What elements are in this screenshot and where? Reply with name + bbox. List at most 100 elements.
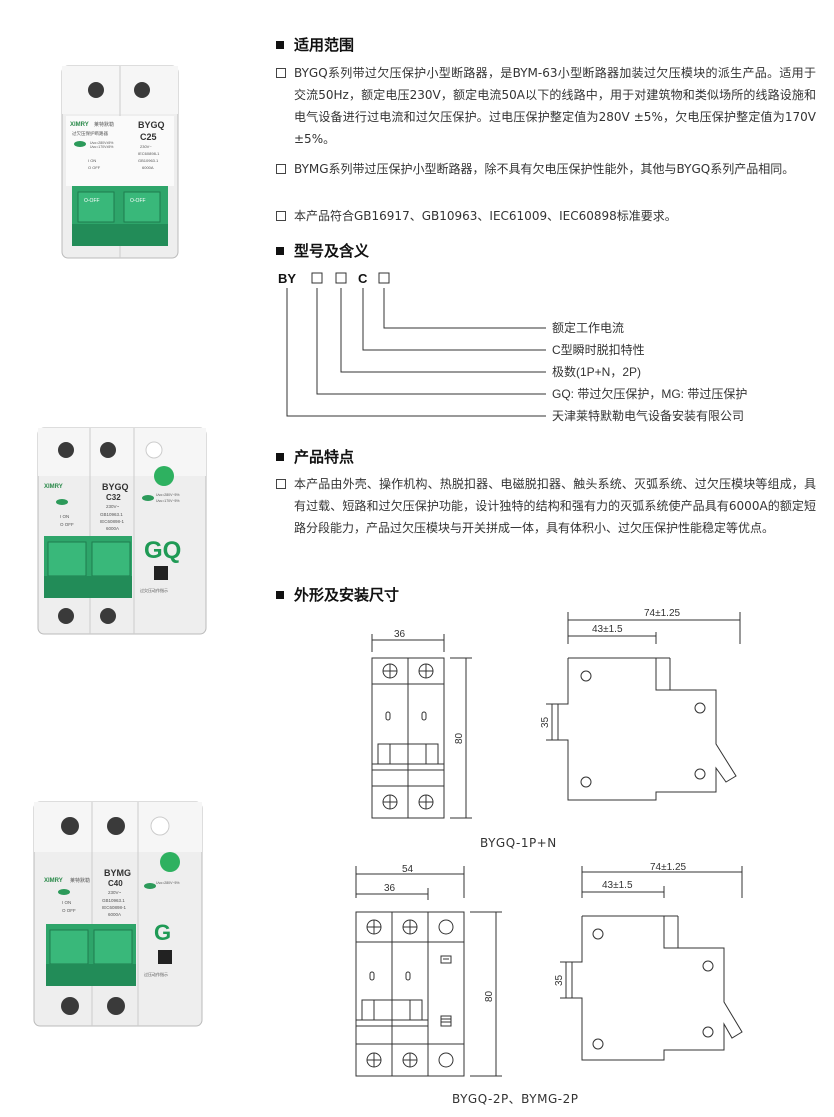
svg-text:36: 36	[384, 883, 396, 894]
svg-text:Uvu=170V~5%: Uvu=170V~5%	[156, 499, 180, 503]
svg-text:54: 54	[402, 864, 414, 875]
svg-text:GB10963.1: GB10963.1	[102, 898, 125, 903]
meaning-trip: C型瞬时脱扣特性	[552, 342, 645, 357]
svg-text:74±1.25: 74±1.25	[644, 608, 681, 619]
svg-text:IEC60898-1: IEC60898-1	[102, 905, 127, 910]
svg-text:230V~: 230V~	[106, 504, 120, 509]
code-slot-2	[335, 272, 347, 284]
svg-text:35: 35	[554, 974, 565, 986]
svg-text:O OFF: O OFF	[88, 165, 101, 170]
terminal-screw-icon	[61, 817, 79, 835]
terminal-screw-icon	[145, 441, 163, 459]
meaning-type: GQ: 带过欠压保护，MG: 带过压保护	[552, 386, 747, 401]
terminal-screw-icon	[150, 816, 170, 836]
svg-text:O OFF: O OFF	[60, 522, 74, 527]
terminal-screw-icon	[58, 442, 74, 458]
svg-text:6000A: 6000A	[142, 165, 154, 170]
drawing-1p-front: 36 80	[371, 629, 472, 819]
svg-text:43±1.5: 43±1.5	[602, 880, 633, 891]
meaning-poles: 极数(1P+N，2P)	[552, 364, 641, 379]
terminal-screw-icon	[107, 817, 125, 835]
code-slot-3	[378, 272, 390, 284]
drawing-2p-front: 54 36 80	[355, 864, 502, 1077]
section-title-dimensions: 外形及安装尺寸	[276, 584, 399, 605]
svg-text:G: G	[154, 920, 171, 945]
product-photo-bygq-c25: XIMRY 莱特默勒 BYGQ C25 过欠压保护断路器 Uvo=280V±5%…	[61, 65, 179, 259]
svg-text:Uvu=170V±5%: Uvu=170V±5%	[90, 145, 113, 149]
bullet-square-icon	[276, 452, 284, 461]
section-title-scope: 适用范围	[276, 34, 354, 55]
svg-text:过欠压动作指示: 过欠压动作指示	[140, 587, 168, 593]
svg-text:莱特默勒: 莱特默勒	[94, 121, 114, 128]
svg-text:80: 80	[484, 990, 495, 1002]
svg-text:230V~: 230V~	[140, 144, 152, 149]
bullet-square-icon	[276, 590, 284, 599]
meaning-current: 额定工作电流	[552, 320, 624, 335]
svg-text:36: 36	[394, 629, 406, 640]
terminal-screw-icon	[61, 997, 79, 1015]
terminal-screw-icon	[100, 608, 116, 624]
svg-text:Uvo=280V~5%: Uvo=280V~5%	[156, 881, 180, 885]
svg-text:O-OFF: O-OFF	[130, 198, 146, 204]
svg-text:80: 80	[454, 732, 465, 744]
terminal-screw-icon	[107, 997, 125, 1015]
caption-2p: BYGQ-2P、BYMG-2P	[452, 1092, 579, 1106]
svg-text:Uvo=280V±5%: Uvo=280V±5%	[90, 141, 113, 145]
terminal-screw-icon	[88, 82, 104, 98]
svg-text:GB10963.1: GB10963.1	[138, 158, 159, 163]
svg-text:GB10963.1: GB10963.1	[100, 512, 123, 517]
svg-text:43±1.5: 43±1.5	[592, 624, 623, 635]
svg-text:I ON: I ON	[62, 900, 71, 905]
svg-text:C32: C32	[106, 493, 121, 502]
model-code-diagram: BY C 额定工作电流 C型瞬时脱扣特性 极数(1P+N，2P) GQ: 带过欠…	[278, 271, 747, 423]
checkbox-bullet-icon	[276, 479, 286, 489]
svg-text:I ON: I ON	[60, 514, 69, 519]
features-item-1: 本产品由外壳、操作机构、热脱扣器、电磁脱扣器、触头系统、灭弧系统、过欠压模块等组…	[276, 473, 816, 539]
svg-text:过压动作指示: 过压动作指示	[144, 971, 168, 977]
svg-text:6000A: 6000A	[108, 912, 121, 917]
svg-text:XIMRY: XIMRY	[70, 122, 89, 128]
code-slot-1	[311, 272, 323, 284]
checkbox-bullet-icon	[276, 211, 286, 221]
svg-text:IEC60898-1: IEC60898-1	[138, 151, 160, 156]
svg-text:Uvo=280V~5%: Uvo=280V~5%	[156, 493, 180, 497]
svg-text:莱特默勒: 莱特默勒	[70, 877, 90, 884]
terminal-screw-icon	[58, 608, 74, 624]
meaning-company: 天津莱特默勒电气设备安装有限公司	[552, 408, 744, 423]
scope-item-3: 本产品符合GB16917、GB10963、IEC61009、IEC60898标准…	[276, 205, 816, 227]
drawing-1p-side: 74±1.25 43±1.5 35	[540, 608, 741, 801]
svg-text:BYMG: BYMG	[104, 868, 131, 878]
svg-text:O OFF: O OFF	[62, 908, 76, 913]
svg-text:C40: C40	[108, 879, 123, 888]
section-title-features: 产品特点	[276, 446, 354, 467]
svg-text:GQ: GQ	[144, 537, 181, 564]
svg-text:C25: C25	[140, 132, 157, 142]
scope-item-1: BYGQ系列带过欠压保护小型断路器，是BYM-63小型断路器加装过欠压模块的派生…	[276, 62, 816, 150]
svg-text:35: 35	[540, 716, 551, 728]
terminal-screw-icon	[100, 442, 116, 458]
svg-text:6000A: 6000A	[106, 526, 119, 531]
svg-text:过欠压保护断路器: 过欠压保护断路器	[72, 130, 108, 137]
bullet-square-icon	[276, 40, 284, 49]
checkbox-bullet-icon	[276, 68, 286, 78]
svg-text:230V~: 230V~	[108, 890, 122, 895]
svg-text:BYGQ: BYGQ	[138, 120, 165, 130]
svg-text:O-OFF: O-OFF	[84, 198, 100, 204]
product-photo-bygq-c32: XIMRY BYGQ C32 230V~ GB10963.1 IEC60898-…	[37, 427, 207, 635]
caption-1p: BYGQ-1P+N	[480, 836, 557, 850]
code-c: C	[358, 271, 368, 286]
bullet-square-icon	[276, 246, 284, 255]
terminal-screw-icon	[134, 82, 150, 98]
svg-text:IEC60898-1: IEC60898-1	[100, 519, 125, 524]
svg-text:74±1.25: 74±1.25	[650, 862, 687, 873]
drawing-2p-side: 74±1.25 43±1.5 35	[554, 862, 743, 1061]
svg-text:I ON: I ON	[88, 158, 96, 163]
scope-item-2: BYMG系列带过压保护小型断路器，除不具有欠电压保护性能外，其他与BYGQ系列产…	[276, 158, 816, 180]
code-prefix: BY	[278, 271, 296, 286]
section-title-model: 型号及含义	[276, 240, 369, 261]
svg-text:BYGQ: BYGQ	[102, 482, 129, 492]
checkbox-bullet-icon	[276, 164, 286, 174]
product-photo-bymg-c40: XIMRY 莱特默勒 BYMG C40 230V~ GB10963.1 IEC6…	[33, 801, 203, 1027]
svg-text:XIMRY: XIMRY	[44, 878, 63, 884]
svg-text:XIMRY: XIMRY	[44, 484, 63, 490]
